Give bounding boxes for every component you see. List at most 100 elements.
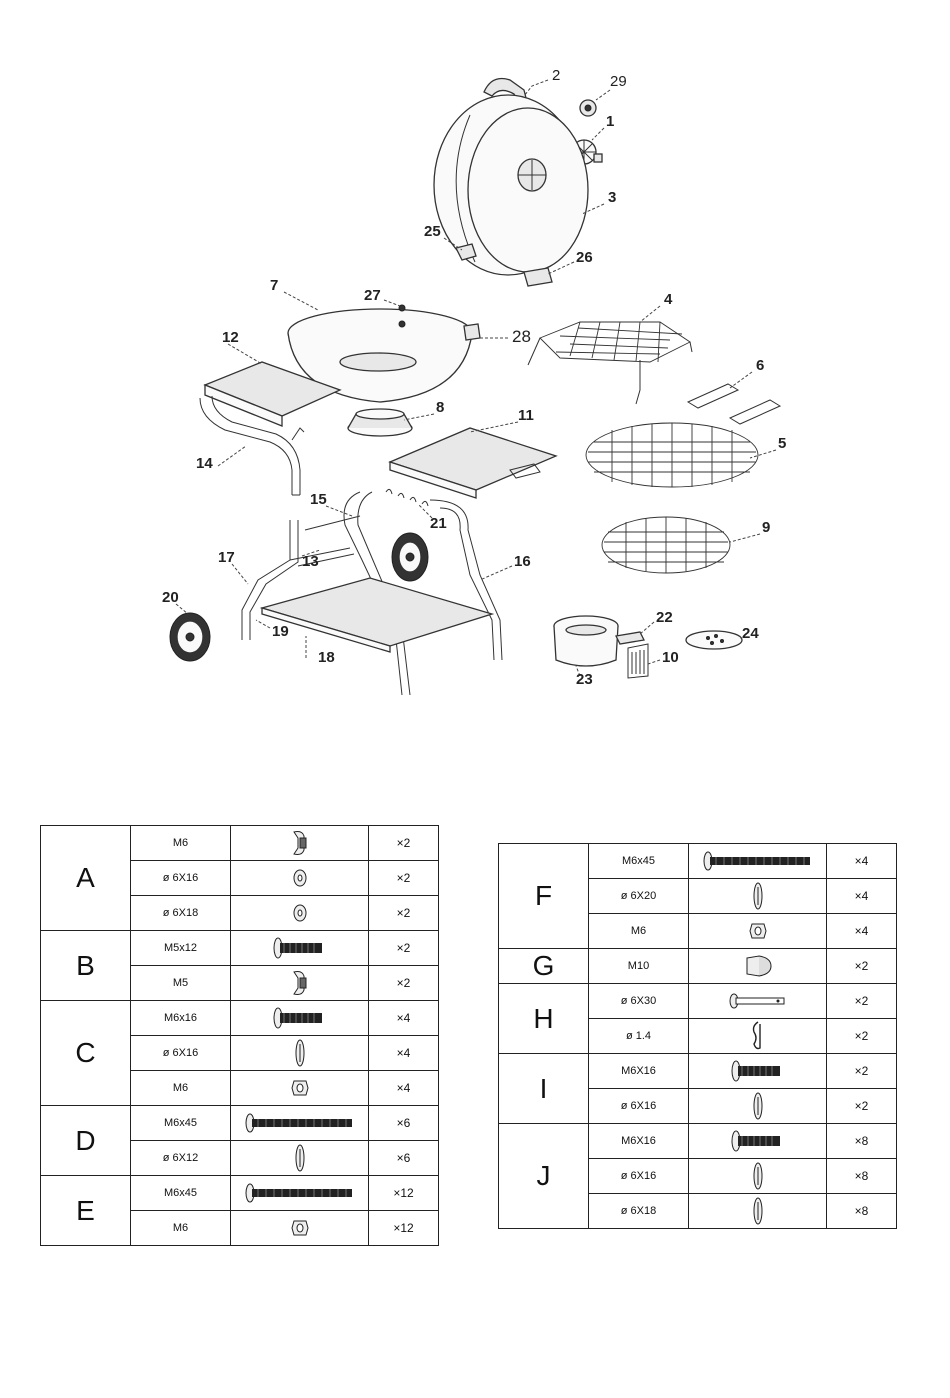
label-11: 11 (518, 407, 534, 424)
label-4: 4 (664, 291, 673, 308)
label-26: 26 (576, 249, 593, 266)
label-21: 21 (430, 515, 447, 532)
hardware-group-letter: F (498, 843, 589, 949)
hardware-spec: M6x45 (130, 1175, 231, 1211)
label-27: 27 (364, 287, 381, 304)
hardware-group-letter: A (40, 825, 131, 931)
part-right-shelf (388, 427, 558, 499)
nut-icon (230, 1210, 369, 1246)
exploded-view-diagram: 2 29 1 3 25 26 7 27 28 12 4 6 5 8 11 14 … (162, 67, 786, 696)
hardware-spec: M6X16 (588, 1123, 689, 1159)
label-6: 6 (756, 357, 764, 374)
hardware-spec: ø 6X30 (588, 983, 689, 1019)
label-17: 17 (218, 549, 235, 566)
hardware-quantity: ×4 (368, 1035, 439, 1071)
hardware-spec: M5x12 (130, 930, 231, 966)
washer-icon (230, 860, 369, 896)
hardware-spec: M6 (130, 1070, 231, 1106)
label-7: 7 (270, 277, 278, 294)
hardware-spec: ø 6X18 (130, 895, 231, 931)
hardware-spec: M6 (588, 913, 689, 949)
hardware-quantity: ×4 (826, 878, 897, 914)
label-28: 28 (512, 327, 531, 346)
label-8: 8 (436, 399, 444, 416)
pin-icon (688, 983, 827, 1019)
part-lid (433, 94, 589, 287)
hardware-spec: M6x45 (130, 1105, 231, 1141)
short-bolt-icon (230, 1000, 369, 1036)
hardware-quantity: ×2 (368, 895, 439, 931)
part-warming-rack (527, 321, 693, 405)
hardware-spec: ø 6X20 (588, 878, 689, 914)
hardware-quantity: ×2 (826, 948, 897, 984)
hardware-quantity: ×12 (368, 1210, 439, 1246)
label-18: 18 (318, 649, 335, 666)
hardware-quantity: ×2 (826, 1088, 897, 1124)
hardware-quantity: ×2 (826, 1053, 897, 1089)
hardware-quantity: ×2 (368, 965, 439, 1001)
label-3: 3 (608, 189, 616, 206)
hardware-row: M6 ×4 (499, 913, 897, 949)
hardware-group-letter: C (40, 1000, 131, 1106)
label-19: 19 (272, 623, 289, 640)
label-29: 29 (610, 73, 627, 90)
part-ash-bracket (615, 631, 645, 645)
hardware-quantity: ×2 (826, 983, 897, 1019)
part-charcoal-rails (686, 383, 782, 425)
part-wheel-left (169, 612, 211, 662)
long-bolt-icon (688, 843, 827, 879)
hardware-quantity: ×2 (826, 1018, 897, 1054)
hardware-group-letter: E (40, 1175, 131, 1246)
part-left-frame (199, 395, 305, 496)
hardware-spec: ø 6X16 (588, 1158, 689, 1194)
washer-icon (230, 895, 369, 931)
washer-side-icon (688, 878, 827, 914)
part-bowl (287, 304, 481, 403)
long-bolt-icon (230, 1175, 369, 1211)
hardware-quantity: ×2 (368, 825, 439, 861)
hardware-spec: M6x16 (130, 1000, 231, 1036)
hardware-group-letter: H (498, 983, 589, 1054)
part-left-shelf (203, 361, 342, 427)
hardware-quantity: ×4 (826, 843, 897, 879)
hardware-quantity: ×2 (368, 930, 439, 966)
hardware-spec: ø 6X16 (588, 1088, 689, 1124)
hardware-row: ø 6X18 ×2 (41, 895, 439, 931)
hardware-row: M5 ×2 (41, 965, 439, 1001)
washer-side-icon (230, 1035, 369, 1071)
part-ash-plate (685, 630, 743, 650)
hardware-spec: ø 6X12 (130, 1140, 231, 1176)
hardware-row: M6 ×4 (41, 1070, 439, 1106)
short-bolt-icon (688, 1053, 827, 1089)
label-20: 20 (162, 589, 179, 606)
r-clip-icon (688, 1018, 827, 1054)
hardware-row: ø 6X18×8 (499, 1193, 897, 1229)
hardware-quantity: ×4 (368, 1070, 439, 1106)
hardware-quantity: ×8 (826, 1123, 897, 1159)
hardware-quantity: ×4 (826, 913, 897, 949)
hardware-quantity: ×4 (368, 1000, 439, 1036)
part-cooking-grate (585, 422, 759, 488)
hardware-spec: ø 6X18 (588, 1193, 689, 1229)
label-22: 22 (656, 609, 673, 626)
part-wheel-right (391, 532, 429, 582)
hardware-spec: M5 (130, 965, 231, 1001)
short-bolt-icon (688, 1123, 827, 1159)
hardware-spec: M6 (130, 1210, 231, 1246)
nut-icon (230, 1070, 369, 1106)
hardware-group-letter: G (498, 948, 589, 984)
label-12: 12 (222, 329, 239, 346)
hardware-quantity: ×12 (368, 1175, 439, 1211)
part-main-frame (241, 491, 503, 696)
hardware-spec: ø 1.4 (588, 1018, 689, 1054)
label-23: 23 (576, 671, 593, 688)
hardware-quantity: ×2 (368, 860, 439, 896)
hardware-row: ø 6X16×2 (41, 860, 439, 896)
washer-side-icon (688, 1088, 827, 1124)
